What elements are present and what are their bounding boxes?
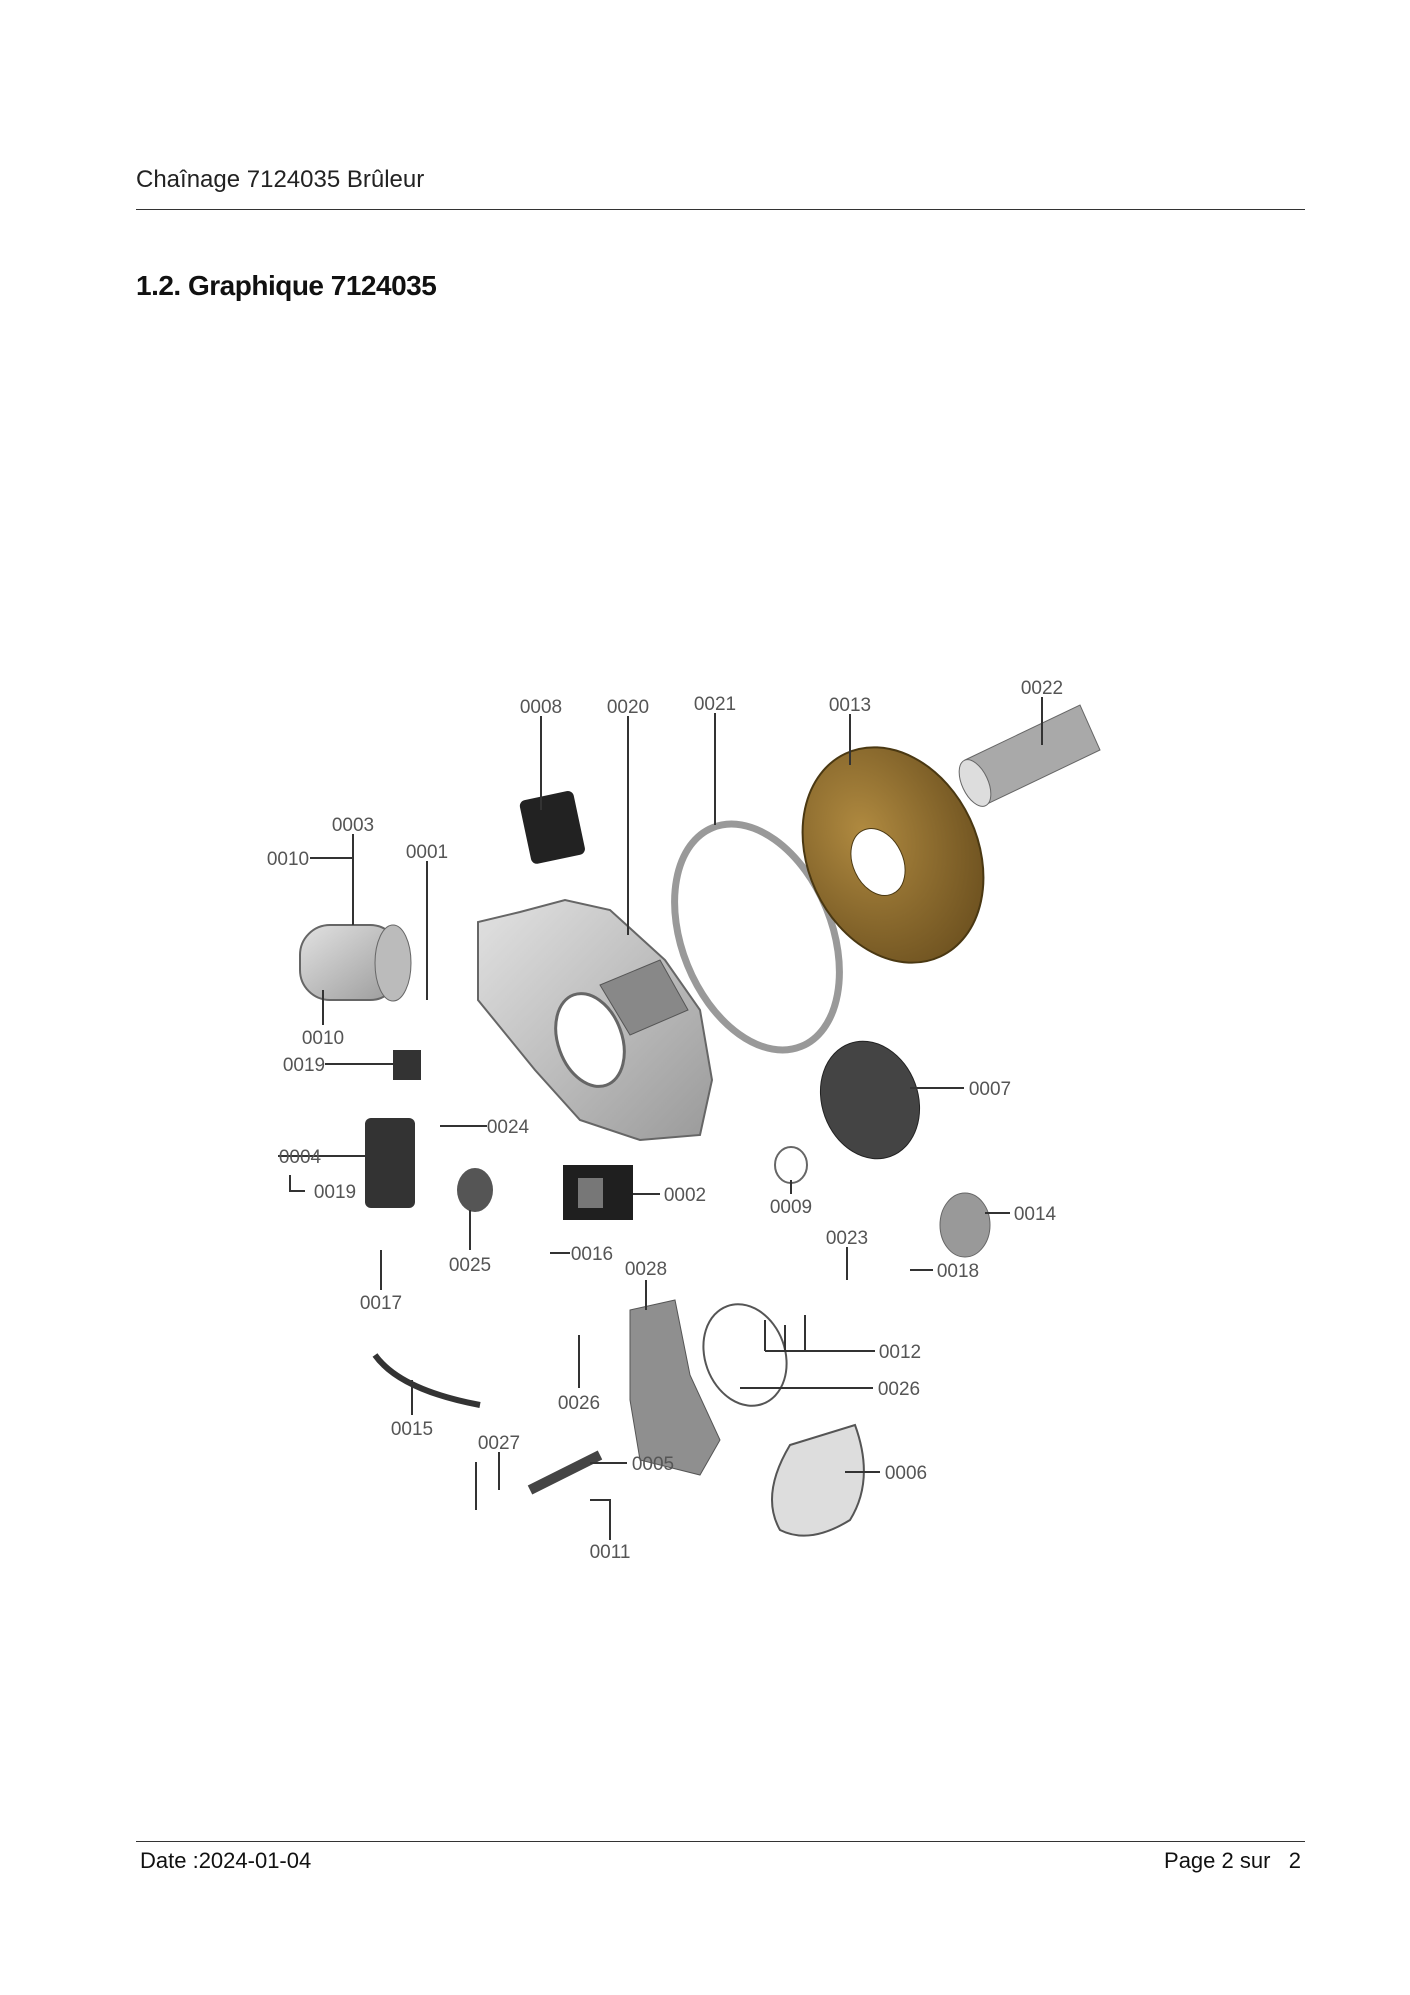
part-label: 0027: [478, 1433, 520, 1454]
section-heading: 1.2. Graphique 7124035: [136, 270, 437, 301]
part-label: 0012: [879, 1342, 921, 1363]
part-label: 0011: [590, 1542, 631, 1563]
capacitor-part: [519, 791, 585, 864]
part-label: 0008: [520, 697, 562, 718]
valve-part: [457, 1168, 493, 1212]
part-label: 0010: [302, 1028, 344, 1049]
part-label: 0018: [937, 1261, 979, 1282]
part-label: 0004: [279, 1147, 322, 1168]
document-header-title: Chaînage 7124035 Brûleur: [136, 166, 425, 193]
part-label: 0026: [878, 1379, 920, 1400]
part-label: 0022: [1021, 678, 1063, 699]
housing-part: [477, 898, 714, 1142]
part-label: 0016: [571, 1244, 613, 1265]
part-label: 0010: [267, 849, 309, 870]
part-label: 0002: [664, 1185, 706, 1206]
pump-part: [365, 1118, 415, 1208]
cable-part: [372, 1353, 481, 1408]
nozzle-holder-part: [527, 1450, 603, 1495]
part-label: 0024: [487, 1117, 530, 1138]
part-label: 0007: [969, 1079, 1011, 1100]
part-label: 0005: [632, 1454, 674, 1475]
part-label: 0001: [406, 842, 448, 863]
footer-page-number: Page 2 sur 2: [1164, 1848, 1301, 1873]
part-labels: 0008 0020 0021 0013 0022 0003 0010 0001 …: [267, 678, 1063, 1563]
part-label: 0019: [314, 1182, 356, 1203]
part-label: 0026: [558, 1393, 600, 1414]
part-label: 0023: [826, 1228, 868, 1249]
header-divider: [136, 209, 1305, 210]
leader-lines: [278, 697, 1043, 1540]
flame-tube-part: [958, 704, 1101, 807]
connector-part: [393, 1050, 421, 1080]
part-label: 0003: [332, 815, 374, 836]
fan-part: [819, 1040, 921, 1160]
diffuser-part: [939, 1192, 991, 1258]
oring-part: [774, 1146, 808, 1184]
part-label: 0017: [360, 1293, 402, 1314]
part-label: 0014: [1014, 1204, 1057, 1225]
seal-ring-part: [702, 1303, 788, 1407]
footer-divider: [136, 1841, 1305, 1842]
part-label: 0013: [829, 695, 871, 716]
part-label: 0006: [885, 1463, 927, 1484]
part-label: 0028: [625, 1259, 667, 1280]
burner-hood-part: [771, 1423, 865, 1537]
part-label: 0015: [391, 1419, 433, 1440]
part-label: 0019: [283, 1055, 325, 1076]
part-label: 0020: [607, 697, 649, 718]
part-label: 0025: [449, 1255, 491, 1276]
part-label: 0021: [694, 694, 736, 715]
motor-part: [299, 924, 412, 1002]
footer-date: Date :2024-01-04: [140, 1848, 312, 1873]
air-box-part: [629, 1299, 721, 1476]
cover-disc-part: [801, 746, 985, 964]
part-label: 0009: [770, 1197, 812, 1218]
control-box-window: [578, 1178, 603, 1208]
